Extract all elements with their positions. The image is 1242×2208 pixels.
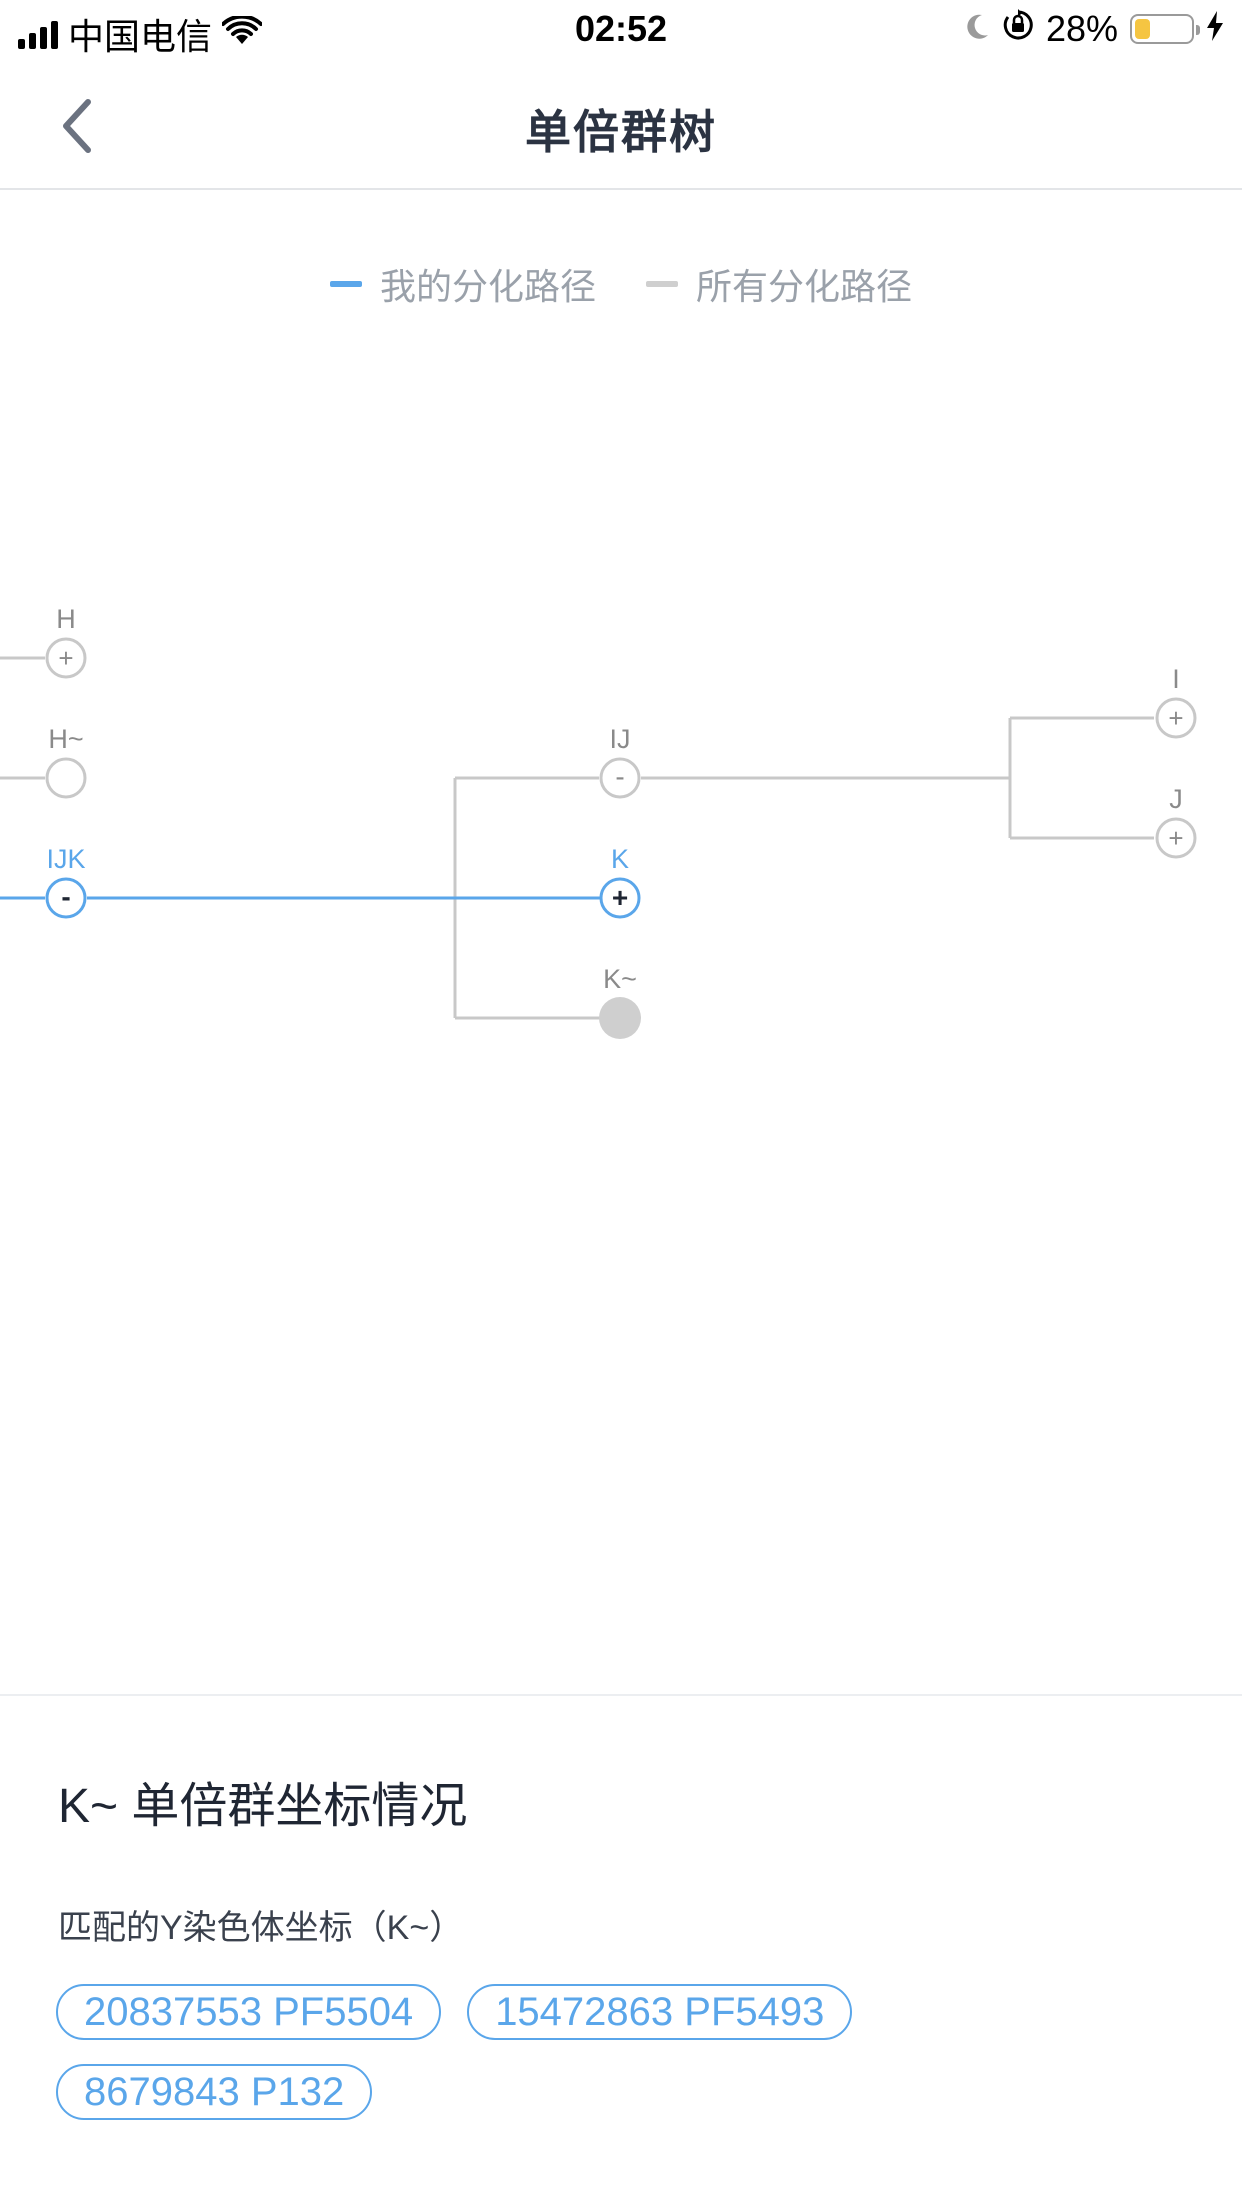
back-button[interactable] — [40, 90, 112, 162]
coordinate-chip[interactable]: 15472863 PF5493 — [467, 1984, 853, 2040]
carrier-label: 中国电信 — [68, 16, 213, 57]
legend-all-paths: 所有分化路径 — [646, 258, 912, 310]
node-k-tilde-label: K~ — [603, 964, 637, 994]
coordinate-list: 20837553 PF5504 15472863 PF5493 8679843 P1… — [56, 1984, 1186, 2120]
legend: 我的分化路径 所有分化路径 — [0, 258, 1242, 310]
status-right: 28% — [964, 8, 1224, 50]
node-i-sign: + — [1168, 703, 1183, 733]
page-title: 单倍群树 — [525, 106, 717, 158]
node-ij-sign: - — [615, 761, 624, 792]
legend-my-path: 我的分化路径 — [329, 258, 596, 310]
node-j[interactable]: + — [1155, 817, 1197, 859]
haplogroup-info-panel: K~ 单倍群坐标情况 匹配的Y染色体坐标（K~） 20837553 PF5504… — [0, 1694, 1242, 2208]
node-h-label: H — [56, 604, 76, 634]
status-left: 中国电信 — [18, 8, 264, 60]
node-i[interactable]: + — [1155, 697, 1197, 739]
node-h-sign: + — [58, 643, 73, 673]
panel-subtitle: 匹配的Y染色体坐标（K~） — [58, 1909, 464, 1947]
legend-my-path-label: 我的分化路径 — [379, 266, 596, 307]
signal-icon — [18, 19, 58, 49]
nav-bar: 单倍群树 — [0, 62, 1242, 190]
node-ijk-label: IJK — [46, 844, 85, 874]
node-h-tilde[interactable] — [45, 757, 87, 799]
wifi-icon — [221, 13, 264, 55]
battery-percent: 28% — [1045, 8, 1118, 49]
status-time: 02:52 — [574, 8, 668, 49]
tree-canvas: H + H~ IJK - IJ - K + K~ — [0, 604, 1197, 1039]
haplogroup-tree[interactable]: H + H~ IJK - IJ - K + K~ — [0, 560, 1242, 1080]
node-k-sign: + — [612, 882, 628, 913]
legend-swatch-blue — [329, 281, 362, 287]
panel-title: K~ 单倍群坐标情况 — [58, 1780, 468, 1833]
battery-fill — [1135, 19, 1150, 39]
node-ij[interactable]: - — [599, 757, 641, 799]
coordinate-chip[interactable]: 8679843 P132 — [56, 2064, 373, 2120]
chevron-left-icon — [63, 99, 91, 153]
node-h-tilde-label: H~ — [48, 724, 83, 754]
legend-swatch-gray — [646, 281, 678, 287]
node-ijk-sign: - — [61, 881, 70, 912]
legend-all-paths-label: 所有分化路径 — [696, 266, 913, 307]
node-h[interactable]: + — [45, 637, 87, 679]
status-bar: 中国电信 02:52 28% — [0, 0, 1242, 62]
charging-icon — [1206, 8, 1224, 50]
node-k[interactable]: + — [599, 877, 641, 919]
node-k-tilde[interactable] — [599, 997, 641, 1039]
node-i-label: I — [1172, 664, 1180, 694]
moon-icon — [964, 8, 990, 50]
node-j-sign: + — [1168, 823, 1183, 853]
node-ijk[interactable]: - — [45, 877, 87, 919]
node-k-label: K — [611, 844, 629, 874]
node-j-label: J — [1169, 784, 1183, 814]
node-ij-label: IJ — [609, 724, 630, 754]
orientation-lock-icon — [1002, 8, 1034, 50]
battery-icon — [1130, 14, 1200, 44]
coordinate-chip[interactable]: 20837553 PF5504 — [56, 1984, 442, 2040]
